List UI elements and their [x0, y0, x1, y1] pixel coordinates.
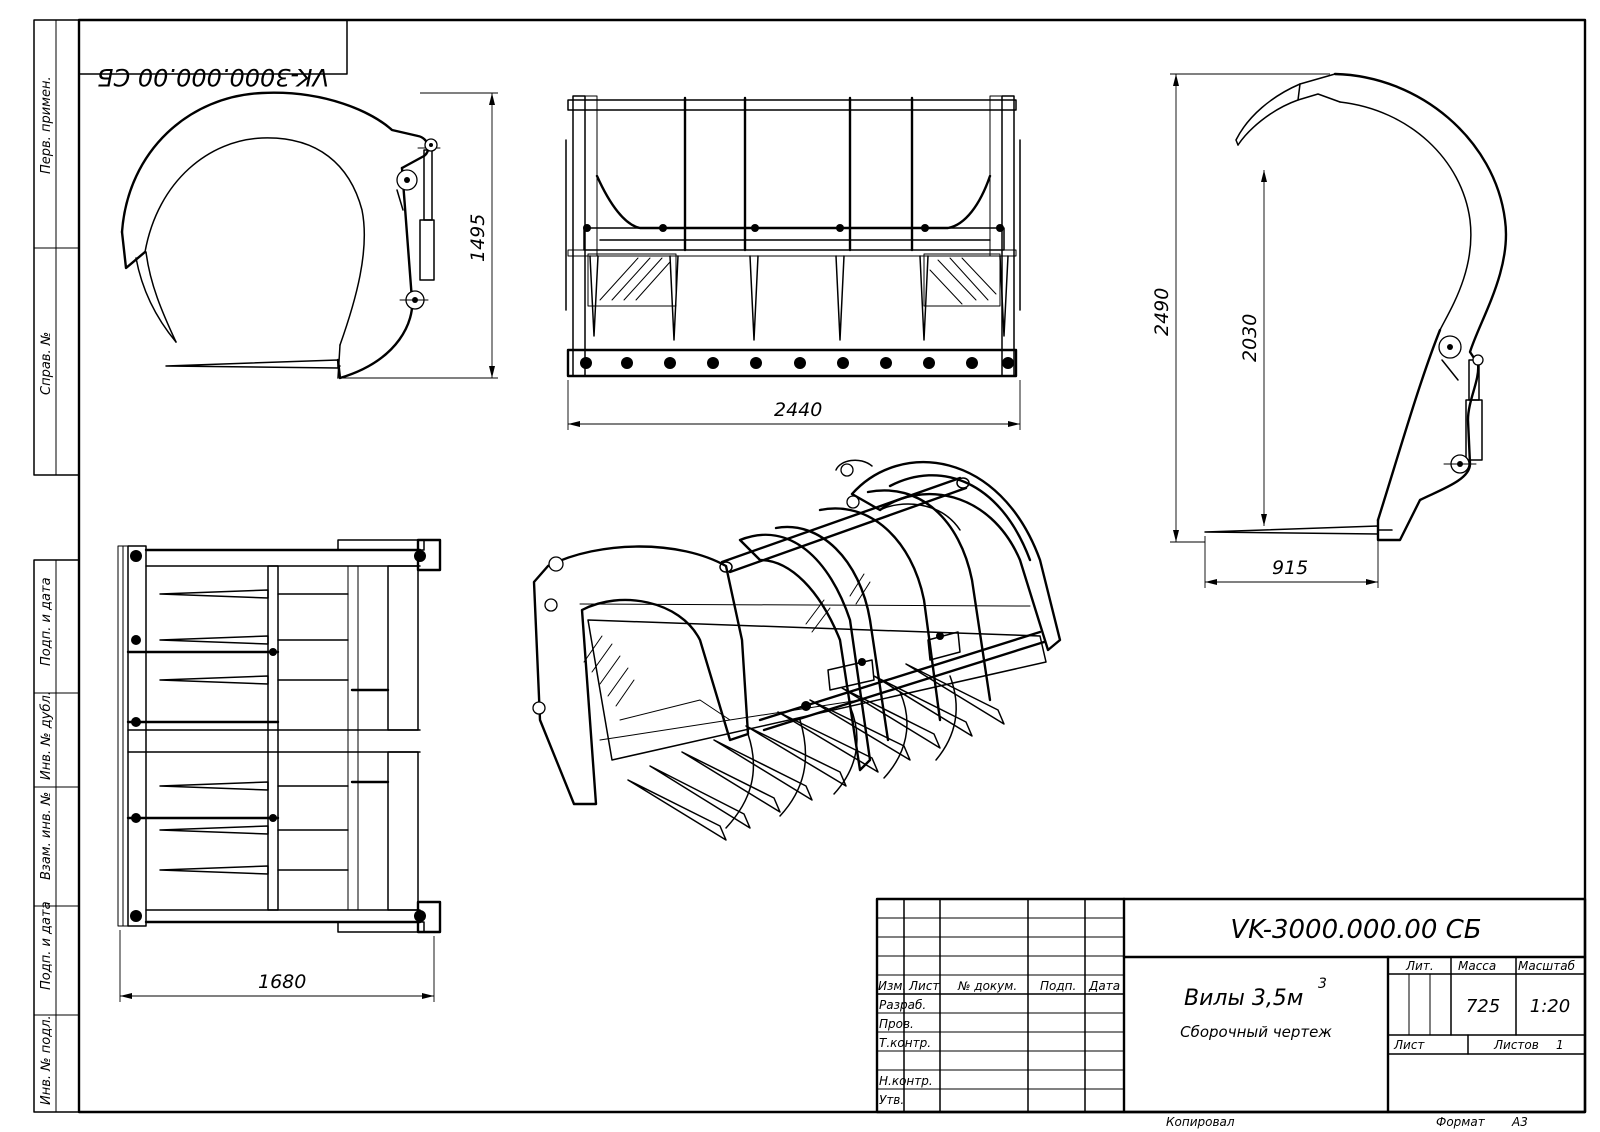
tb-mass-label: Масса: [1458, 959, 1496, 973]
tb-subtitle: Сборочный чертеж: [1180, 1023, 1332, 1041]
isometric-view: [532, 459, 1062, 841]
tb-header-izm: Изм.: [878, 979, 906, 993]
title-block: Изм. Лист № докум. Подп. Дата Разраб. Пр…: [875, 897, 1587, 1114]
dim-front-width: 2440: [774, 399, 822, 421]
tb-role-razrab: Разраб.: [879, 998, 926, 1012]
tb-role-utv: Утв.: [879, 1093, 904, 1107]
side-label-sprav: Справ. №: [39, 332, 54, 395]
front-view: 2440: [565, 95, 1021, 430]
side-strip: Перв. примен. Справ. № Подп. и дата Инв.…: [33, 19, 80, 1113]
tb-lit-label: Лит.: [1405, 959, 1434, 973]
tb-sheet-label: Лист: [1393, 1038, 1425, 1052]
tb-header-list: Лист: [908, 979, 940, 993]
footer-format-label: Формат: [1436, 1115, 1486, 1129]
tb-designation: VK-3000.000.00 СБ: [1230, 915, 1481, 945]
side-label-podp-data-2: Подп. и дата: [39, 901, 54, 990]
footer-copied: Копировал: [1166, 1115, 1235, 1129]
tb-mass-value: 725: [1466, 996, 1500, 1017]
dim-right-inner-height: 2030: [1239, 314, 1261, 362]
tb-scale-value: 1:20: [1530, 996, 1570, 1017]
tb-scale-label: Масштаб: [1518, 959, 1576, 973]
tb-sheets-label: Листов: [1493, 1038, 1539, 1052]
tb-title-superscript: 3: [1318, 976, 1327, 992]
dim-side-height: 1495: [467, 214, 489, 262]
side-label-inv-podl: Инв. № подл.: [39, 1015, 54, 1105]
side-label-perv-primen: Перв. примен.: [39, 76, 54, 174]
tb-header-data: Дата: [1088, 979, 1120, 993]
side-label-vzam-inv: Взам. инв. №: [39, 792, 54, 880]
right-view: 2490 2030 915: [1151, 72, 1508, 588]
tb-header-docnum: № докум.: [957, 979, 1017, 993]
dim-top-width: 1680: [258, 971, 306, 993]
mirrored-stamp-text: VK-3000.000.00 СБ: [97, 63, 329, 91]
dim-right-depth: 915: [1272, 557, 1308, 579]
tb-header-podp: Подп.: [1040, 979, 1076, 993]
footer-format-value: А3: [1511, 1115, 1528, 1129]
tb-role-tkontr: Т.контр.: [879, 1036, 931, 1050]
side-view: 1495: [120, 91, 498, 380]
tb-role-nkontr: Н.контр.: [879, 1074, 933, 1088]
top-view: 1680: [117, 538, 442, 1002]
mirrored-stamp: VK-3000.000.00 СБ: [78, 19, 348, 91]
tb-role-prov: Пров.: [879, 1017, 914, 1031]
side-label-inv-dubl: Инв. № дубл.: [39, 691, 54, 780]
tb-sheets-value: 1: [1556, 1038, 1564, 1052]
dim-right-total-height: 2490: [1151, 288, 1173, 336]
side-label-podp-data-1: Подп. и дата: [39, 577, 54, 666]
tb-title: Вилы 3,5м: [1184, 986, 1303, 1011]
